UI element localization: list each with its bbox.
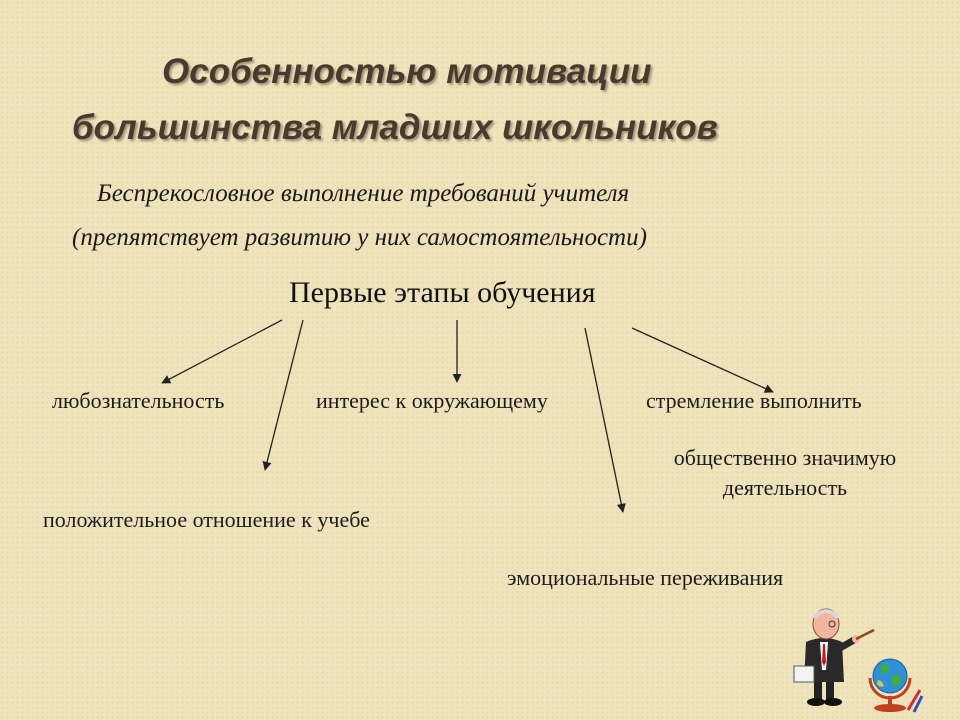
subtitle-line-1: Беспрекословное выполнение требований уч… bbox=[97, 180, 630, 207]
branch-striving-cont: общественно значимую деятельность bbox=[640, 443, 930, 503]
arrow-to-striving bbox=[631, 327, 774, 393]
teacher-with-pointer-icon bbox=[793, 608, 875, 706]
branch-interest: интерес к окружающему bbox=[316, 388, 548, 413]
arrow-to-curiosity bbox=[161, 319, 283, 384]
branch-curiosity: любознательность bbox=[52, 388, 225, 413]
title-line-2: большинства младших школьников bbox=[72, 108, 718, 147]
branch-striving-line-3: деятельность bbox=[722, 475, 848, 500]
branch-attitude: положительное отношение к учебе bbox=[43, 507, 370, 532]
branch-emotions: эмоциональные переживания bbox=[507, 565, 784, 590]
branch-striving-line-1: стремление выполнить bbox=[646, 388, 862, 413]
arrow-to-emotions bbox=[584, 327, 626, 513]
subtitle-line-2: (препятствует развитию у них самостоятел… bbox=[72, 224, 647, 251]
arrow-to-attitude bbox=[262, 319, 304, 471]
globe-icon bbox=[868, 658, 924, 713]
title-line-1: Особенностью мотивации bbox=[162, 52, 652, 91]
center-node: Первые этапы обучения bbox=[289, 276, 596, 309]
branch-striving-line-2: общественно значимую bbox=[673, 445, 897, 470]
